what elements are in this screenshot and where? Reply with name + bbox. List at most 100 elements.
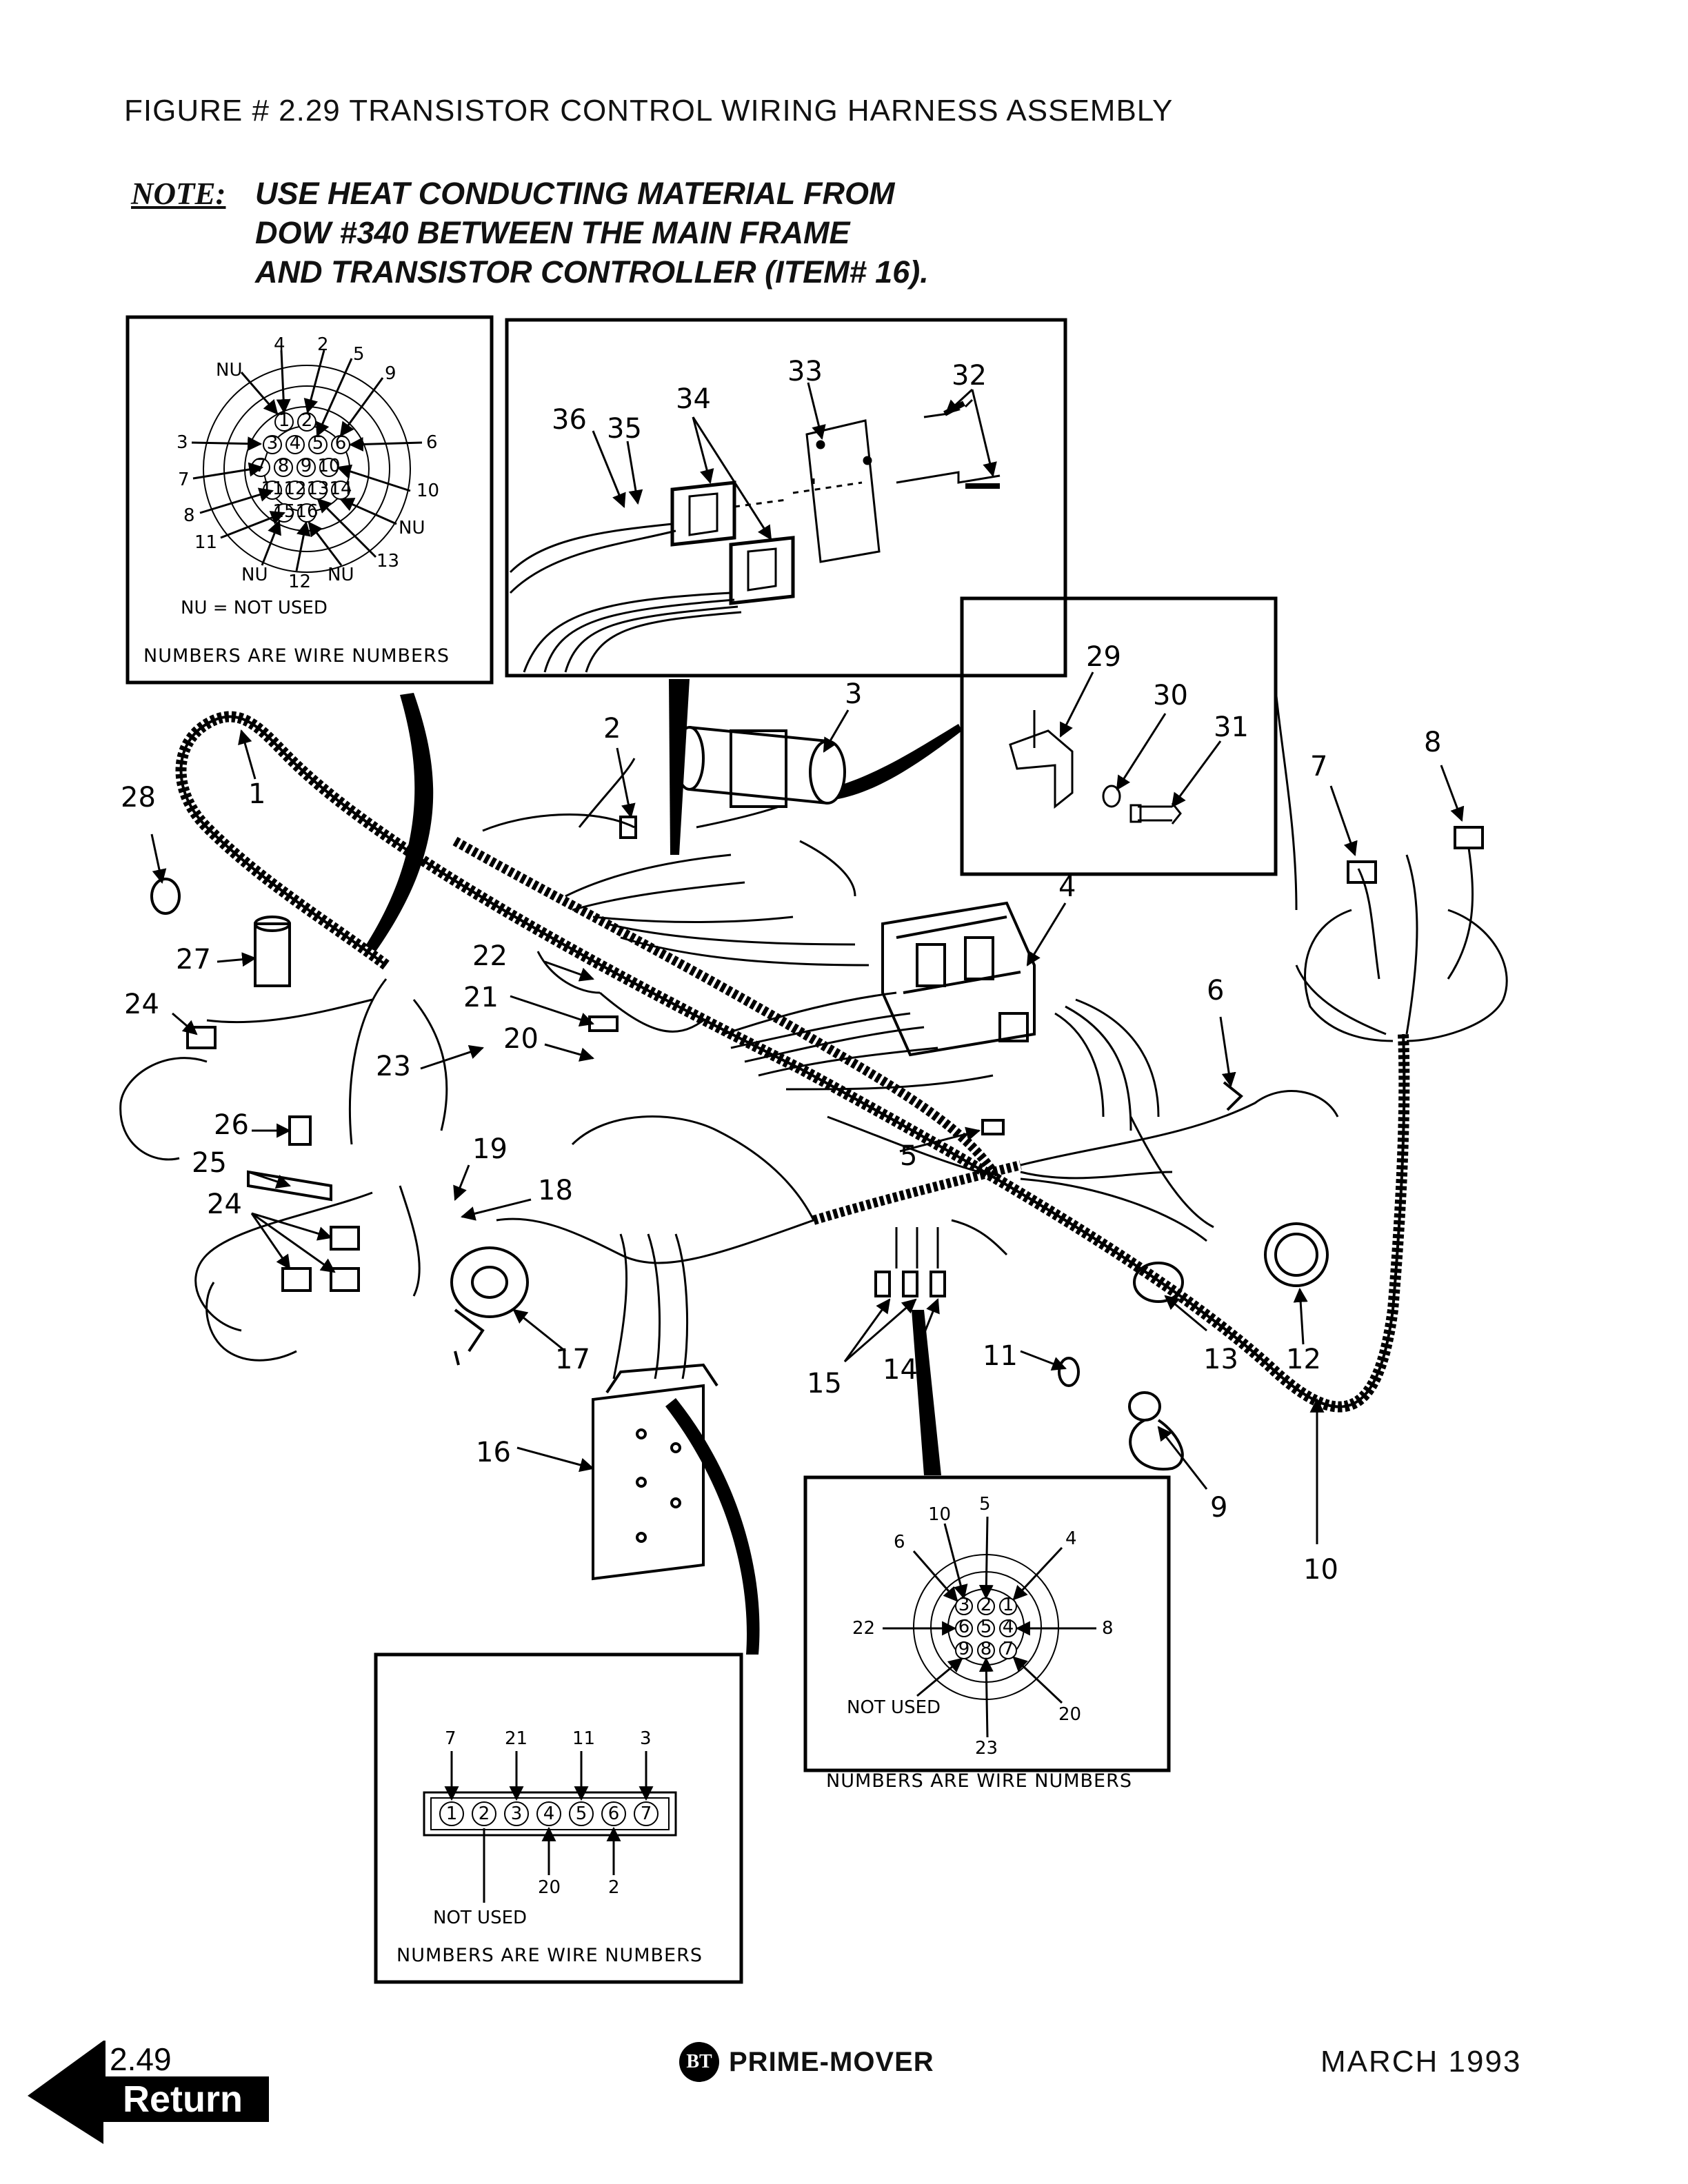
return-button[interactable]: 2.49 Return — [28, 2041, 269, 2144]
callout-34: 34 — [676, 383, 711, 415]
wire-label: 11 — [194, 532, 217, 553]
wire-label: 5 — [353, 344, 365, 365]
pin-label: 5 — [576, 1803, 587, 1824]
callout-20: 20 — [503, 1023, 539, 1055]
callout-7: 7 — [1310, 751, 1327, 782]
callout-13: 13 — [1203, 1344, 1238, 1375]
note-line-2: DOW #340 BETWEEN THE MAIN FRAME — [255, 215, 850, 250]
note-line-3: AND TRANSISTOR CONTROLLER (ITEM# 16). — [255, 254, 929, 290]
callout-35: 35 — [607, 413, 642, 445]
callout-3: 3 — [845, 678, 862, 710]
wire-label: 2 — [317, 334, 329, 355]
wire-label: NU — [241, 565, 268, 585]
wire-label: NOT USED — [847, 1697, 941, 1718]
inset-caption: NUMBERS ARE WIRE NUMBERS — [143, 645, 450, 667]
callout-21: 21 — [463, 982, 499, 1013]
pin-label: 2 — [301, 410, 313, 431]
note: NOTE: USE HEAT CONDUCTING MATERIAL FROM … — [131, 174, 929, 290]
pin-label: 4 — [543, 1803, 555, 1824]
pin-label: 8 — [981, 1639, 992, 1659]
callout-2: 2 — [603, 713, 621, 745]
wire-label: 20 — [1058, 1704, 1081, 1725]
pin-label: 12 — [283, 478, 306, 499]
pin-label: 10 — [317, 456, 340, 476]
callout-5: 5 — [900, 1140, 917, 1172]
arrow-left-icon — [28, 2041, 103, 2144]
pin-label: 15 — [272, 501, 295, 522]
inset-connector-16pin: 1 2 3 4 5 6 7 8 9 10 11 12 13 14 15 16 — [125, 315, 494, 685]
pin-label: 13 — [306, 478, 329, 499]
wire-label: NU — [328, 565, 354, 585]
inset-connector-9pin: 1 2 3 4 5 6 7 8 9 10 5 6 4 22 8 — [803, 1475, 1171, 1792]
callout-11: 11 — [983, 1340, 1018, 1372]
wire-label: NU — [216, 360, 242, 381]
wire-label: 21 — [505, 1728, 528, 1749]
wire-label: 4 — [1065, 1528, 1077, 1549]
pin-label: 6 — [335, 433, 347, 454]
wire-label: 6 — [426, 432, 438, 453]
callout-18: 18 — [538, 1175, 573, 1206]
pin-label: 7 — [641, 1803, 652, 1824]
publication-date: MARCH 1993 — [1320, 2045, 1522, 2079]
pin-label: 4 — [290, 433, 301, 454]
inset-connector-plate: 33 32 34 36 35 — [505, 318, 1067, 678]
callout-16: 16 — [476, 1437, 511, 1468]
wire-label: 3 — [640, 1728, 652, 1749]
wire-label: 23 — [975, 1738, 998, 1759]
pin-label: 14 — [329, 478, 352, 499]
wire-label: NOT USED — [433, 1908, 527, 1928]
bt-logo-icon: BT — [679, 2042, 719, 2082]
callout-24b: 24 — [207, 1189, 242, 1220]
callout-33: 33 — [787, 356, 823, 387]
wire-label: 10 — [928, 1504, 951, 1525]
wire-label: 10 — [416, 481, 439, 501]
pin-label: 6 — [608, 1803, 620, 1824]
inset-bracket: 29 30 31 — [960, 596, 1278, 876]
wire-label: 7 — [178, 469, 190, 490]
pin-label: 2 — [479, 1803, 490, 1824]
wire-label: NU — [399, 518, 425, 538]
callout-24: 24 — [124, 989, 159, 1020]
callout-22: 22 — [472, 940, 508, 972]
callout-14: 14 — [883, 1354, 918, 1386]
inset-caption: NUMBERS ARE WIRE NUMBERS — [826, 1770, 1132, 1792]
pin-label: 8 — [278, 456, 290, 476]
callout-9: 9 — [1210, 1492, 1227, 1524]
callout-36: 36 — [552, 404, 587, 436]
callout-27: 27 — [176, 944, 211, 975]
nu-legend: NU = NOT USED — [181, 598, 328, 618]
wire-label: 8 — [183, 505, 195, 526]
wire-label: 7 — [445, 1728, 456, 1749]
callout-8: 8 — [1424, 727, 1441, 758]
pin-label: 11 — [261, 478, 283, 499]
wire-label: 20 — [538, 1877, 561, 1898]
callout-17: 17 — [555, 1344, 590, 1375]
callout-29: 29 — [1086, 641, 1121, 673]
pin-label: 5 — [312, 433, 324, 454]
callout-28: 28 — [121, 782, 156, 813]
brand: BT PRIME-MOVER — [679, 2042, 934, 2082]
pin-label: 3 — [267, 433, 279, 454]
pin-label: 1 — [1003, 1595, 1014, 1615]
brand-name: PRIME-MOVER — [729, 2046, 934, 2077]
pin-label: 3 — [511, 1803, 523, 1824]
wire-label: 3 — [177, 432, 188, 453]
wire-label: 6 — [894, 1532, 905, 1553]
wire-label: 4 — [274, 334, 285, 355]
callout-32: 32 — [952, 360, 987, 392]
callout-30: 30 — [1153, 680, 1188, 711]
pin-label: 9 — [301, 456, 312, 476]
figure-title: FIGURE # 2.29 TRANSISTOR CONTROL WIRING … — [124, 94, 1174, 128]
pin-label: 1 — [279, 410, 290, 431]
callout-10: 10 — [1303, 1554, 1338, 1586]
wire-label: 22 — [852, 1618, 875, 1639]
pin-label: 1 — [446, 1803, 458, 1824]
main-harness — [119, 689, 1508, 1581]
callout-31: 31 — [1214, 711, 1249, 743]
inset-connector-7pin: 1 2 3 4 5 6 7 7 21 11 3 20 2 NOT USED NU… — [374, 1652, 743, 1984]
pin-label: 7 — [1003, 1639, 1014, 1659]
wire-label: 11 — [572, 1728, 595, 1749]
note-label: NOTE: — [131, 176, 226, 211]
callout-23: 23 — [376, 1051, 411, 1082]
